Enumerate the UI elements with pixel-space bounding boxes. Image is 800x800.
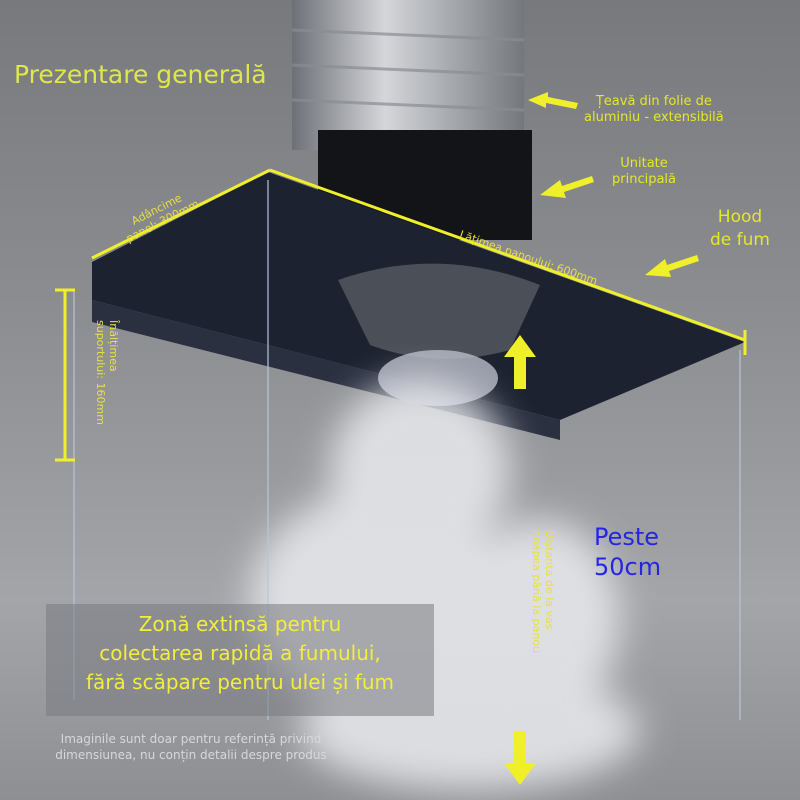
callout-line: principală: [612, 172, 677, 187]
distance-line: Peste: [594, 523, 660, 551]
aluminium-duct: [292, 0, 524, 150]
dim-line: Distanța de la vas: [543, 530, 556, 630]
callout-line: Hood: [717, 207, 763, 227]
feature-line: colectarea rapidă a fumului,: [99, 641, 381, 665]
callout-line: Unitate: [620, 156, 668, 171]
smoke: [250, 380, 640, 790]
arrows: [504, 92, 699, 785]
callout-line: aluminiu - extensibilă: [584, 110, 724, 125]
arrow-down-icon: [504, 731, 536, 785]
dim-line: noapea până la panou: [530, 530, 543, 654]
disclaimer: Imaginile sunt doar pentru referință pri…: [36, 731, 346, 763]
distance-line: 50cm: [594, 553, 662, 581]
dim-line: suportului: 160mm: [94, 320, 107, 425]
page-title: Prezentare generală: [14, 60, 267, 89]
callout-line: Țeavă din folie de: [595, 94, 712, 109]
feature-line: Zonă extinsă pentru: [138, 612, 342, 636]
arrow-up-icon: [504, 335, 536, 389]
disclaimer-line: Imaginile sunt doar pentru referință pri…: [60, 732, 322, 746]
callout-hood: Hood de fum: [710, 206, 770, 252]
disclaimer-line: dimensiunea, nu conțin detalii despre pr…: [55, 748, 327, 762]
feature-line: fără scăpare pentru ulei și fum: [86, 670, 394, 694]
dim-line: Înălțimea: [107, 320, 120, 372]
callout-line: de fum: [710, 230, 770, 250]
feature-box: Zonă extinsă pentru colectarea rapidă a f…: [46, 604, 434, 716]
